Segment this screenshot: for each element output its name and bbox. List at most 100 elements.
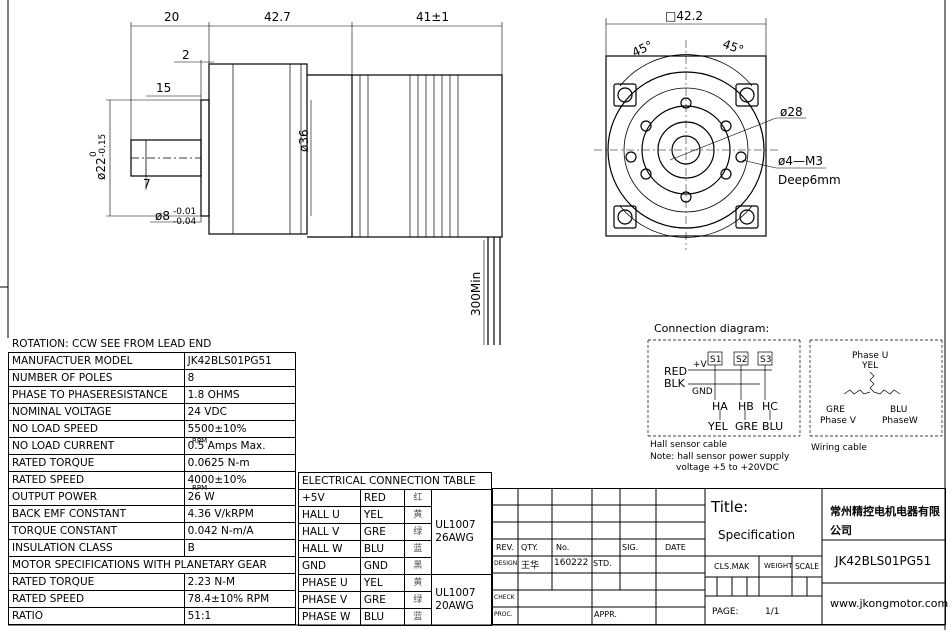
dim-angle-right: 45° (721, 37, 746, 57)
dim-42-7: 42.7 (264, 10, 291, 24)
dim-28: ø28 (780, 105, 803, 119)
tb-design: DESIGN (494, 560, 518, 567)
elec-color-cn: 红 (403, 489, 433, 507)
wire-type: UL1007 (435, 587, 476, 599)
dim-36: ø36 (297, 129, 311, 152)
dim-8: ø8 (155, 209, 170, 223)
elec-color-cn: 黑 (403, 557, 433, 575)
spec-key: OUTPUT POWER (8, 488, 185, 506)
tb-qty: QTY. (521, 543, 538, 552)
elec-color: GRE (359, 523, 405, 541)
dim-300min: 300Min (469, 272, 483, 316)
hall-s3: S3 (760, 355, 771, 365)
hall-plus-v: +V (693, 360, 708, 370)
elec-color: BLU (359, 540, 405, 558)
wiring-phase-v: Phase V (820, 416, 857, 426)
spec-value: 24 VDC (183, 403, 297, 421)
dim-8-tol-up: -0.01 (173, 207, 196, 217)
hall-hc: HC (762, 400, 778, 413)
elec-signal: PHASE V (298, 591, 361, 609)
hall-yel: YEL (707, 420, 729, 433)
spec-key: RATED SPEED (8, 471, 185, 489)
hall-s1: S1 (710, 355, 721, 365)
dim-7: 7 (143, 177, 151, 191)
spec-key: BACK EMF CONSTANT (8, 505, 185, 523)
hall-gnd: GND (692, 387, 713, 397)
tb-title-label: Title: (711, 498, 749, 516)
wiring-gre: GRE (826, 405, 845, 415)
spec-value: 78.4±10% RPM (183, 590, 297, 608)
spec-key: RATIO (8, 607, 185, 625)
elec-table-title: ELECTRICAL CONNECTION TABLE (298, 472, 492, 490)
elec-color-cn: 黄 (403, 506, 433, 524)
elec-signal: HALL U (298, 506, 361, 524)
hall-note-1: Note: hall sensor power supply (650, 452, 790, 462)
spec-value: 2.23 N-M (183, 573, 297, 591)
spec-key: NOMINAL VOLTAGE (8, 403, 185, 421)
dim-41: 41±1 (416, 10, 449, 24)
title-block (492, 488, 946, 625)
dim-sq-42-2: □42.2 (665, 9, 703, 23)
side-view (106, 22, 503, 345)
elec-signal: +5V (298, 489, 361, 507)
spec-value: 51:1 (183, 607, 297, 625)
dim-2: 2 (182, 48, 190, 62)
spec-key: NUMBER OF POLES (8, 369, 185, 387)
spec-row: MOTOR SPECIFICATIONS WITH PLANETARY GEAR (8, 556, 296, 574)
spec-key: RATED SPEED (8, 590, 185, 608)
tb-designer: 王华 (521, 561, 540, 571)
elec-color-cn: 绿 (403, 523, 433, 541)
spec-value: 1.8 OHMS (183, 386, 297, 404)
hall-cable-caption: Hall sensor cable (650, 440, 728, 450)
spec-value: 8 (183, 369, 297, 387)
elec-color: GND (359, 557, 405, 575)
wiring-diagram (809, 339, 943, 437)
hall-blu: BLU (762, 420, 783, 433)
spec-key: TORQUE CONSTANT (8, 522, 185, 540)
dim-22: ø22 (94, 157, 108, 180)
elec-signal: HALL V (298, 523, 361, 541)
rpm-mark-2: RPM (192, 484, 208, 492)
spec-section-header: MOTOR SPECIFICATIONS WITH PLANETARY GEAR (8, 556, 296, 574)
spec-value: B (183, 539, 297, 557)
elec-color-cn: 绿 (403, 591, 433, 609)
tb-std: STD. (593, 559, 612, 568)
elec-color-cn: 蓝 (403, 608, 433, 626)
dim-22-tol-up: 0 (89, 151, 99, 157)
hall-s2: S2 (736, 355, 747, 365)
wire-gauge: 20AWG (435, 600, 474, 612)
connection-title: Connection diagram: (654, 322, 769, 335)
elec-color-cn: 黄 (403, 574, 433, 592)
spec-value: 4000±10% (183, 471, 297, 489)
hall-gre: GRE (735, 420, 758, 433)
dim-m3-holes: ø4—M3 (778, 154, 823, 168)
tb-cls: CLS.MAK (714, 562, 750, 571)
tb-title-value: Specification (718, 528, 796, 542)
wiring-phase-u-col: YEL (861, 361, 878, 371)
elec-color: BLU (359, 608, 405, 626)
tb-appr: APPR. (594, 610, 617, 619)
elec-signal: PHASE U (298, 574, 361, 592)
elec-signal: GND (298, 557, 361, 575)
wiring-phase-w: PhaseW (882, 416, 918, 426)
spec-key: PHASE TO PHASERESISTANCE (8, 386, 185, 404)
spec-rotation-note: ROTATION: CCW SEE FROM LEAD END (12, 338, 212, 350)
dim-deep: Deep6mm (778, 173, 841, 187)
spec-value: JK42BLS01PG51 (183, 352, 297, 370)
wire-type: UL1007 (435, 519, 476, 531)
wiring-cable-caption: Wiring cable (811, 443, 867, 453)
dim-20: 20 (164, 10, 179, 24)
